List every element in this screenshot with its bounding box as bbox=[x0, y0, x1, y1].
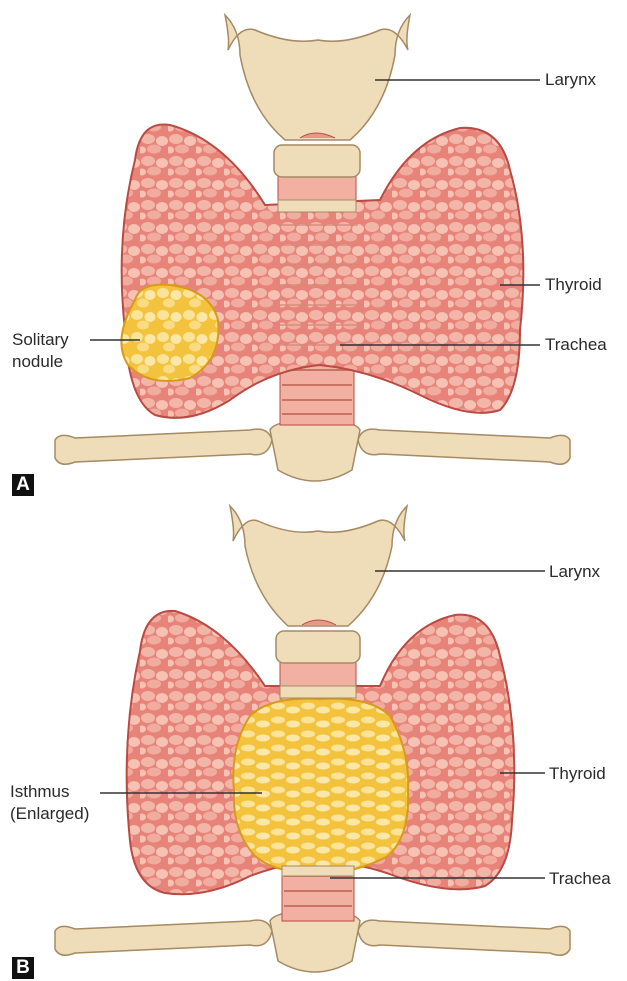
clavicle-right-b bbox=[358, 920, 570, 955]
cricoid bbox=[278, 200, 356, 212]
larynx-a bbox=[225, 15, 410, 140]
panel-a: Larynx Thyroid Trachea Solitary nodule A bbox=[0, 0, 627, 490]
cricoid-b bbox=[280, 686, 356, 698]
cricoid-ring bbox=[274, 145, 360, 177]
label-trachea-a: Trachea bbox=[545, 334, 607, 356]
clavicle-right bbox=[358, 429, 570, 464]
clavicle-left-b bbox=[55, 920, 272, 955]
label-trachea-b: Trachea bbox=[549, 868, 611, 890]
label-larynx-b: Larynx bbox=[549, 561, 600, 583]
panel-b: Larynx Thyroid Trachea Isthmus (Enlarged… bbox=[0, 491, 627, 981]
clavicle-left bbox=[55, 429, 272, 464]
label-solitary-nodule: Solitary nodule bbox=[12, 329, 69, 373]
panel-letter-b: B bbox=[12, 957, 34, 979]
larynx-b bbox=[230, 506, 407, 626]
label-thyroid-b: Thyroid bbox=[549, 763, 606, 785]
thyroid-illustration-a bbox=[0, 0, 627, 490]
cricoid-ring-b bbox=[276, 631, 360, 663]
thyroid-illustration-b bbox=[0, 491, 627, 981]
solitary-nodule bbox=[121, 285, 218, 381]
sternum bbox=[270, 420, 360, 481]
label-larynx-a: Larynx bbox=[545, 69, 596, 91]
enlarged-isthmus bbox=[233, 699, 408, 872]
label-isthmus-enlarged: Isthmus (Enlarged) bbox=[10, 781, 89, 825]
label-thyroid-a: Thyroid bbox=[545, 274, 602, 296]
